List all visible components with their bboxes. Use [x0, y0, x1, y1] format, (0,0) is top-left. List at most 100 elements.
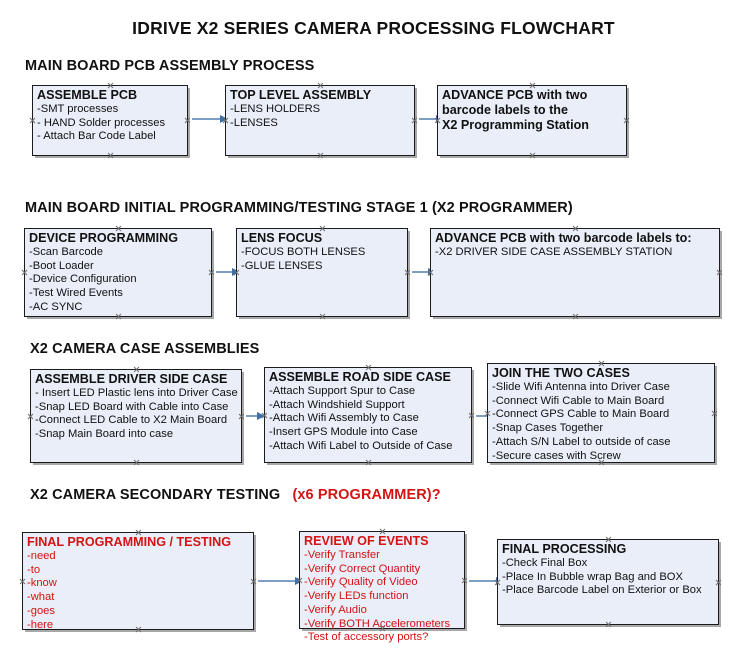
node-assemble-driver-side-case-line-4: -Snap Main Board into case: [35, 428, 174, 441]
node-final-programming-testing-line-1: -need: [27, 549, 56, 562]
handle-right-icon[interactable]: [250, 578, 257, 585]
node-device-programming-header: DEVICE PROGRAMMING: [29, 231, 179, 245]
handle-bottom-icon[interactable]: [107, 152, 114, 159]
node-assemble-driver-side-case[interactable]: ASSEMBLE DRIVER SIDE CASE - Insert LED P…: [30, 369, 242, 463]
node-final-programming-testing-header: FINAL PROGRAMMING / TESTING: [27, 535, 232, 549]
node-join-the-two-cases-header: JOIN THE TWO CASES: [492, 366, 630, 380]
node-final-programming-testing-line-6: -here: [27, 618, 54, 631]
handle-right-icon[interactable]: [711, 410, 718, 417]
connector-final-programming-to-review-of-events: [258, 576, 303, 585]
node-top-level-assembly-line-1: -LENS HOLDERS: [230, 102, 321, 115]
node-join-the-two-cases-line-2: -Connect Wifi Cable to Main Board: [492, 394, 665, 407]
node-assemble-road-side-case-line-3: -Attach Wifi Assembly to Case: [269, 412, 419, 425]
node-device-programming-line-1: -Scan Barcode: [29, 245, 104, 258]
page-title: IDRIVE X2 SERIES CAMERA PROCESSING FLOWC…: [132, 18, 615, 38]
handle-right-icon[interactable]: [716, 269, 723, 276]
connector-device-programming-to-lens-focus: [216, 267, 240, 276]
node-assemble-road-side-case-line-5: -Attach Wifi Label to Outside of Case: [269, 439, 453, 452]
node-review-of-events[interactable]: REVIEW OF EVENTS -Verify Transfer -Verif…: [299, 531, 468, 643]
connector-review-of-events-to-final-processing: [469, 576, 504, 585]
connector-top-level-to-advance-pcb: [419, 114, 444, 123]
node-final-programming-testing-line-5: -goes: [27, 604, 55, 617]
handle-right-icon[interactable]: [715, 579, 722, 586]
handle-right-icon[interactable]: [208, 269, 215, 276]
handle-bottom-icon[interactable]: [317, 152, 324, 159]
node-final-programming-testing-line-4: -what: [27, 591, 55, 604]
section-heading-1: MAIN BOARD PCB ASSEMBLY PROCESS: [25, 58, 314, 74]
node-advance-pcb-case-station-header: ADVANCE PCB with two barcode labels to:: [435, 231, 692, 245]
section-heading-1-text: MAIN BOARD PCB ASSEMBLY PROCESS: [25, 58, 315, 74]
node-review-of-events-line-1: -Verify Transfer: [304, 548, 380, 561]
node-final-programming-testing-line-2: -to: [27, 563, 41, 576]
node-review-of-events-line-4: -Verify LEDs function: [304, 590, 409, 603]
node-join-the-two-cases-line-6: -Secure cases with Screw: [492, 449, 621, 462]
handle-left-icon[interactable]: [29, 117, 36, 124]
connector-assemble-pcb-to-top-level: [192, 114, 228, 123]
node-advance-pcb-programming-station[interactable]: ADVANCE PCB with two barcode labels to t…: [437, 85, 627, 156]
node-advance-pcb-case-station[interactable]: ADVANCE PCB with two barcode labels to: …: [430, 228, 720, 317]
node-review-of-events-line-2: -Verify Correct Quantity: [304, 562, 421, 575]
handle-bottom-icon[interactable]: [133, 459, 140, 466]
handle-right-icon[interactable]: [404, 269, 411, 276]
node-lens-focus[interactable]: LENS FOCUS -FOCUS BOTH LENSES -GLUE LENS…: [236, 228, 408, 317]
section-heading-2: MAIN BOARD INITIAL PROGRAMMING/TESTING S…: [25, 200, 573, 216]
node-device-programming-line-3: -Device Configuration: [29, 273, 137, 286]
connector-driver-case-to-road-case: [246, 411, 265, 420]
handle-right-icon[interactable]: [468, 412, 475, 419]
node-device-programming-line-5: -AC SYNC: [29, 300, 83, 313]
handle-left-icon[interactable]: [21, 269, 28, 276]
node-advance-pcb-programming-station-header: ADVANCE PCB with two: [442, 88, 588, 102]
node-top-level-assembly[interactable]: TOP LEVEL ASSEMBLY -LENS HOLDERS -LENSES: [225, 85, 415, 156]
node-review-of-events-header: REVIEW OF EVENTS: [304, 534, 429, 548]
node-device-programming-line-4: -Test Wired Events: [29, 287, 123, 300]
node-assemble-road-side-case-line-1: -Attach Support Spur to Case: [269, 384, 416, 397]
handle-bottom-icon[interactable]: [319, 313, 326, 320]
node-lens-focus-header: LENS FOCUS: [241, 231, 323, 245]
node-device-programming[interactable]: DEVICE PROGRAMMING -Scan Barcode -Boot L…: [24, 228, 212, 317]
node-final-programming-testing-line-3: -know: [27, 577, 57, 590]
node-assemble-road-side-case-line-2: -Attach Windshield Support: [269, 398, 405, 411]
node-advance-pcb-programming-station-line-2: X2 Programming Station: [442, 117, 589, 132]
handle-right-icon[interactable]: [238, 413, 245, 420]
handle-bottom-icon[interactable]: [572, 313, 579, 320]
node-lens-focus-line-2: -GLUE LENSES: [241, 259, 323, 272]
handle-left-icon[interactable]: [19, 578, 26, 585]
node-final-processing-line-2: -Place In Bubble wrap Bag and BOX: [502, 570, 683, 583]
section-heading-4: X2 CAMERA SECONDARY TESTING (x6 PROGRAMM…: [30, 487, 441, 503]
node-top-level-assembly-header: TOP LEVEL ASSEMBLY: [230, 88, 372, 102]
arrow-head-icon: [257, 411, 265, 420]
section-heading-4-red-text: (x6 PROGRAMMER)?: [292, 487, 441, 503]
node-final-processing[interactable]: FINAL PROCESSING -Check Final Box -Place…: [497, 539, 719, 625]
arrow-head-icon: [220, 114, 228, 123]
handle-right-icon[interactable]: [411, 117, 418, 124]
node-review-of-events-line-6: -Verify BOTH Accelerometers: [304, 617, 451, 630]
node-join-the-two-cases[interactable]: JOIN THE TWO CASES -Slide Wifi Antenna i…: [487, 363, 715, 463]
node-final-programming-testing[interactable]: FINAL PROGRAMMING / TESTING -need -to -k…: [19, 532, 257, 631]
section-heading-2-text: MAIN BOARD INITIAL PROGRAMMING/TESTING S…: [25, 200, 573, 216]
node-advance-pcb-programming-station-line-1: barcode labels to the: [442, 102, 568, 117]
node-review-of-events-line-7: -Test of accessory ports?: [304, 631, 429, 644]
handle-bottom-icon[interactable]: [605, 621, 612, 628]
handle-bottom-icon[interactable]: [365, 459, 372, 466]
node-review-of-events-line-5: -Verify Audio: [304, 603, 367, 616]
node-lens-focus-line-1: -FOCUS BOTH LENSES: [241, 245, 366, 258]
node-final-processing-line-3: -Place Barcode Label on Exterior or Box: [502, 584, 702, 597]
handle-left-icon[interactable]: [27, 413, 34, 420]
node-assemble-pcb-line-3: - Attach Bar Code Label: [37, 130, 156, 143]
handle-right-icon[interactable]: [623, 117, 630, 124]
handle-right-icon[interactable]: [461, 577, 468, 584]
node-join-the-two-cases-line-3: -Connect GPS Cable to Main Board: [492, 408, 670, 421]
node-assemble-pcb[interactable]: ASSEMBLE PCB -SMT processes - HAND Solde…: [32, 85, 188, 156]
node-advance-pcb-case-station-line-1: -X2 DRIVER SIDE CASE ASSEMBLY STATION: [435, 245, 673, 258]
section-heading-3: X2 CAMERA CASE ASSEMBLIES: [30, 341, 259, 357]
handle-bottom-icon[interactable]: [529, 152, 536, 159]
node-assemble-road-side-case[interactable]: ASSEMBLE ROAD SIDE CASE -Attach Support …: [264, 367, 472, 463]
section-heading-3-text: X2 CAMERA CASE ASSEMBLIES: [30, 341, 260, 357]
node-assemble-driver-side-case-line-2: -Snap LED Board with Cable into Case: [35, 400, 229, 413]
section-heading-4-text: X2 CAMERA SECONDARY TESTING: [30, 487, 281, 503]
handle-right-icon[interactable]: [184, 117, 191, 124]
node-assemble-driver-side-case-header: ASSEMBLE DRIVER SIDE CASE: [35, 372, 228, 386]
node-review-of-events-line-3: -Verify Quality of Video: [304, 576, 418, 589]
node-assemble-driver-side-case-line-1: - Insert LED Plastic lens into Driver Ca…: [35, 386, 238, 399]
